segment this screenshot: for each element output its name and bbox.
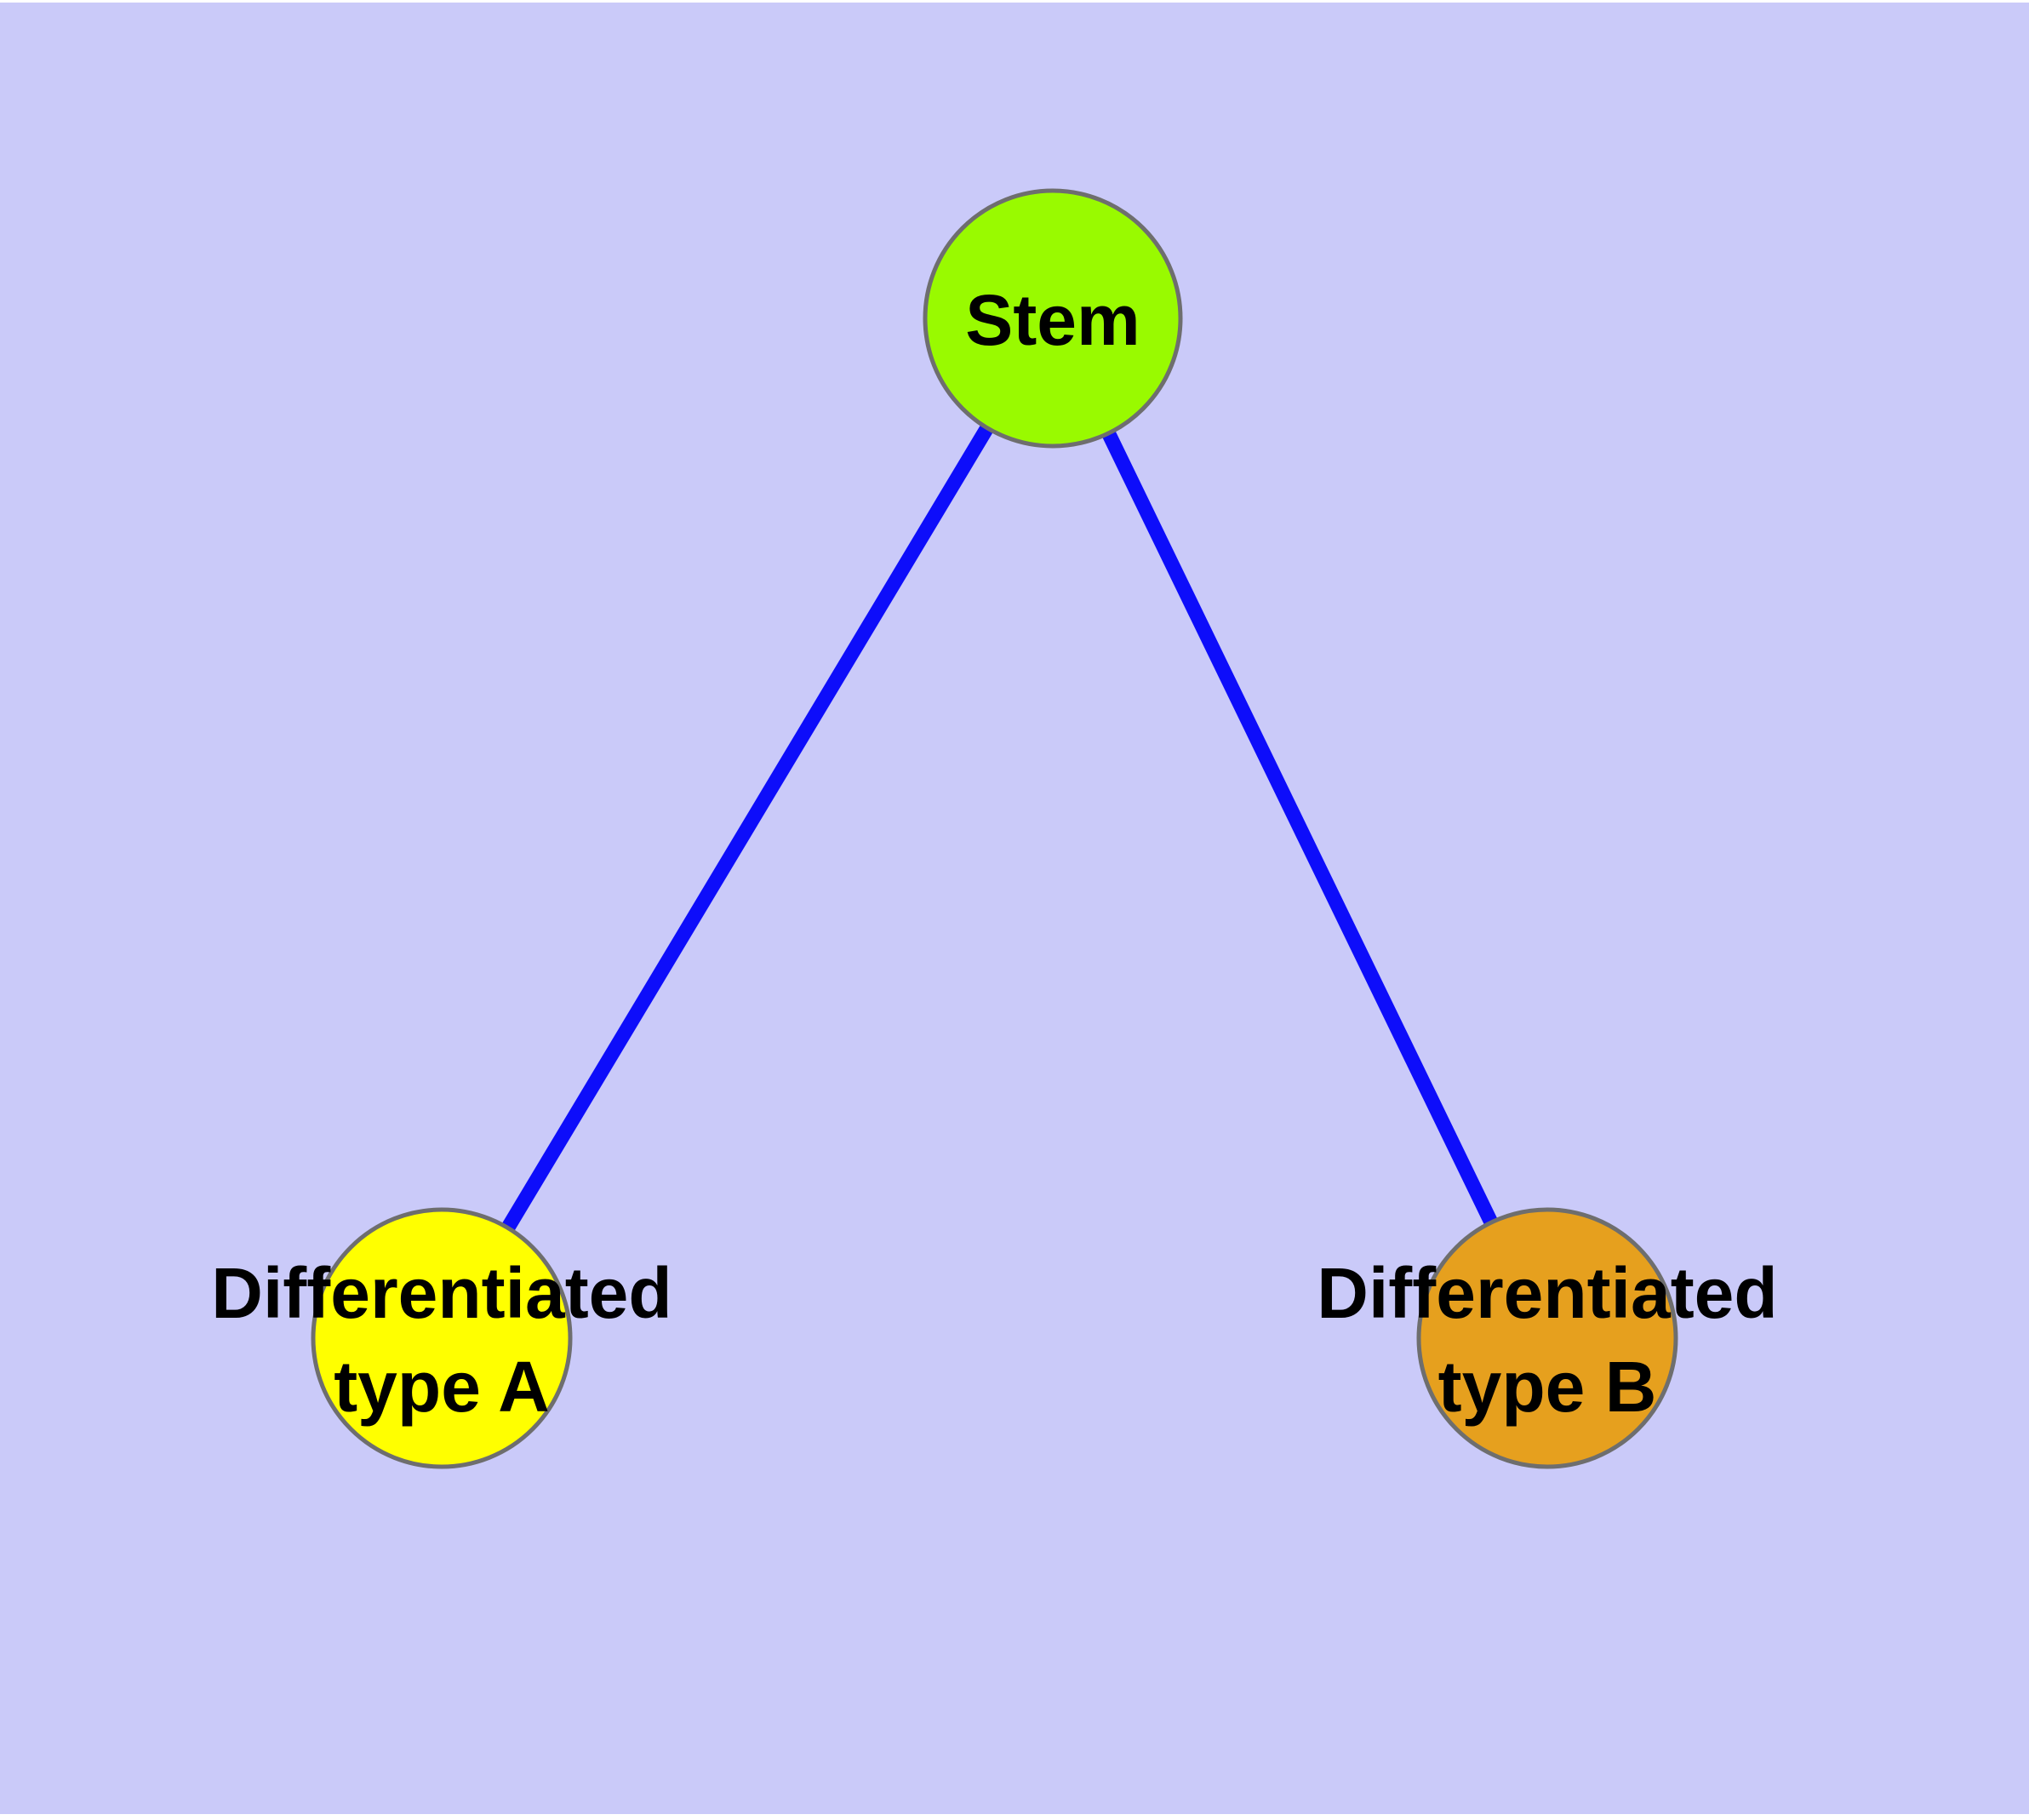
node-stem-label-line: Stem [965,280,1140,360]
edge-stem-to-type-a [435,314,1060,1342]
node-b-label-line-2: type B [1438,1347,1657,1427]
node-a-label-line-2: type A [334,1347,550,1427]
node-differentiated-type-b [1416,1207,1678,1469]
edge-stem-to-type-b [1046,315,1554,1342]
node-a-label-line-1: Differentiated [211,1253,672,1333]
node-differentiated-type-a-label: Differentiated type A [211,1253,672,1427]
node-stem [923,188,1183,449]
node-b-label-line-1: Differentiated [1317,1253,1777,1333]
node-differentiated-type-b-label: Differentiated type B [1317,1253,1777,1427]
node-differentiated-type-a [311,1207,573,1469]
node-stem-label: Stem [965,280,1140,360]
